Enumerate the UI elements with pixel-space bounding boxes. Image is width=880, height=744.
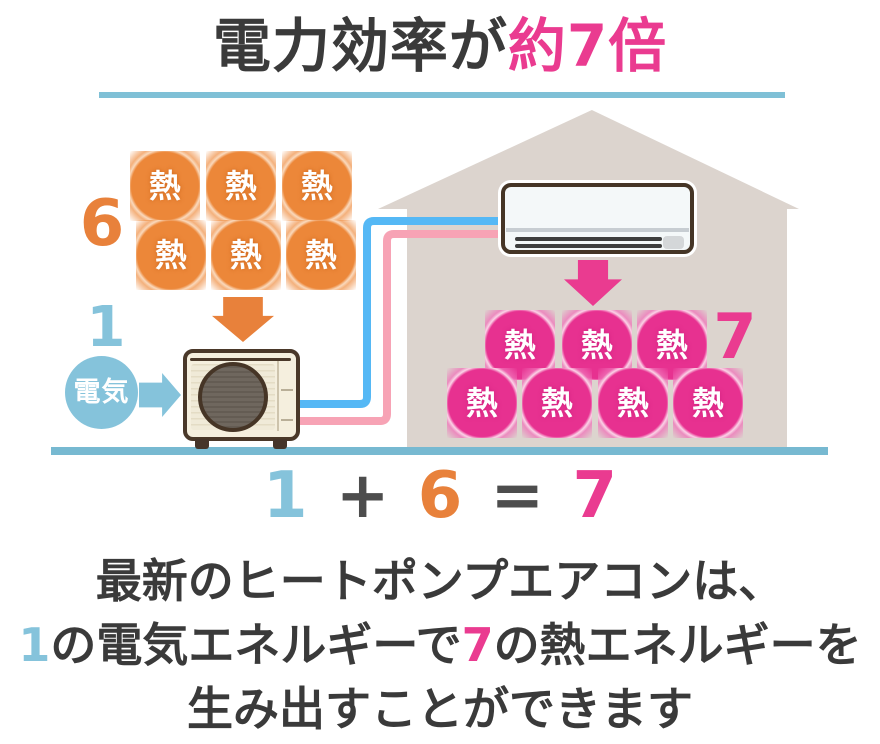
outdoor-unit-side-panel xyxy=(277,361,296,431)
outdoor-unit-fan xyxy=(198,362,268,432)
heat-unit: 熱 xyxy=(211,220,281,290)
indoor-unit-divider xyxy=(506,228,689,232)
caption-line2: 1の電気エネルギーで7の熱エネルギーを xyxy=(0,613,880,677)
outdoor-unit xyxy=(183,349,300,449)
heat-unit: 熱 xyxy=(282,151,352,221)
outdoor-unit-side-vent xyxy=(281,419,293,421)
caption-line2-part: 7 xyxy=(461,618,494,672)
electricity-count-label: 1 xyxy=(86,295,126,360)
formula-equals: = xyxy=(490,459,545,533)
caption-line2-part: の熱エネルギーを xyxy=(493,618,862,672)
formula-total: 7 xyxy=(572,459,617,533)
indoor-heat-count-label: 7 xyxy=(713,300,757,373)
formula: 1 + 6 = 7 xyxy=(0,464,880,528)
electricity-arrow-right-icon xyxy=(139,373,181,417)
heat-unit: 熱 xyxy=(522,368,592,438)
electricity-label: 電気 xyxy=(73,377,130,408)
outdoor-heat-count-label: 6 xyxy=(79,187,125,261)
heat-unit: 熱 xyxy=(136,220,206,290)
caption-line2-part: の電気エネルギーで xyxy=(50,618,462,672)
indoor-unit xyxy=(501,183,694,254)
heat-unit: 熱 xyxy=(286,220,356,290)
ground-line xyxy=(51,447,828,455)
outdoor-unit-foot xyxy=(195,439,209,449)
indoor-unit-button xyxy=(663,236,684,249)
caption: 最新のヒートポンプエアコンは、 1の電気エネルギーで7の熱エネルギーを 生み出す… xyxy=(0,549,880,741)
page-title: 電力効率が約7倍 xyxy=(0,14,880,79)
formula-plus: + xyxy=(335,459,390,533)
caption-line1: 最新のヒートポンプエアコンは、 xyxy=(95,554,785,608)
caption-line2-part: 1 xyxy=(18,618,51,672)
title-underline xyxy=(99,92,785,98)
formula-electricity: 1 xyxy=(263,459,308,533)
heat-unit: 熱 xyxy=(447,368,517,438)
outdoor-unit-top-line xyxy=(190,358,291,361)
heat-unit: 熱 xyxy=(206,151,276,221)
heat-unit: 熱 xyxy=(130,151,200,221)
outdoor-unit-side-vent xyxy=(281,389,293,391)
heat-unit: 熱 xyxy=(673,368,743,438)
heat-input-arrow-down-icon xyxy=(212,297,274,342)
heat-unit: 熱 xyxy=(598,368,668,438)
outdoor-unit-foot xyxy=(273,439,287,449)
indoor-unit-vent xyxy=(515,244,662,248)
page-title-highlight: 約7倍 xyxy=(507,12,668,80)
electricity-circle: 電気 xyxy=(65,356,138,429)
page-title-prefix: 電力効率が xyxy=(212,12,508,80)
indoor-unit-vent xyxy=(515,237,662,241)
caption-line3: 生み出すことができます xyxy=(187,682,693,736)
formula-heat-in: 6 xyxy=(417,459,463,533)
